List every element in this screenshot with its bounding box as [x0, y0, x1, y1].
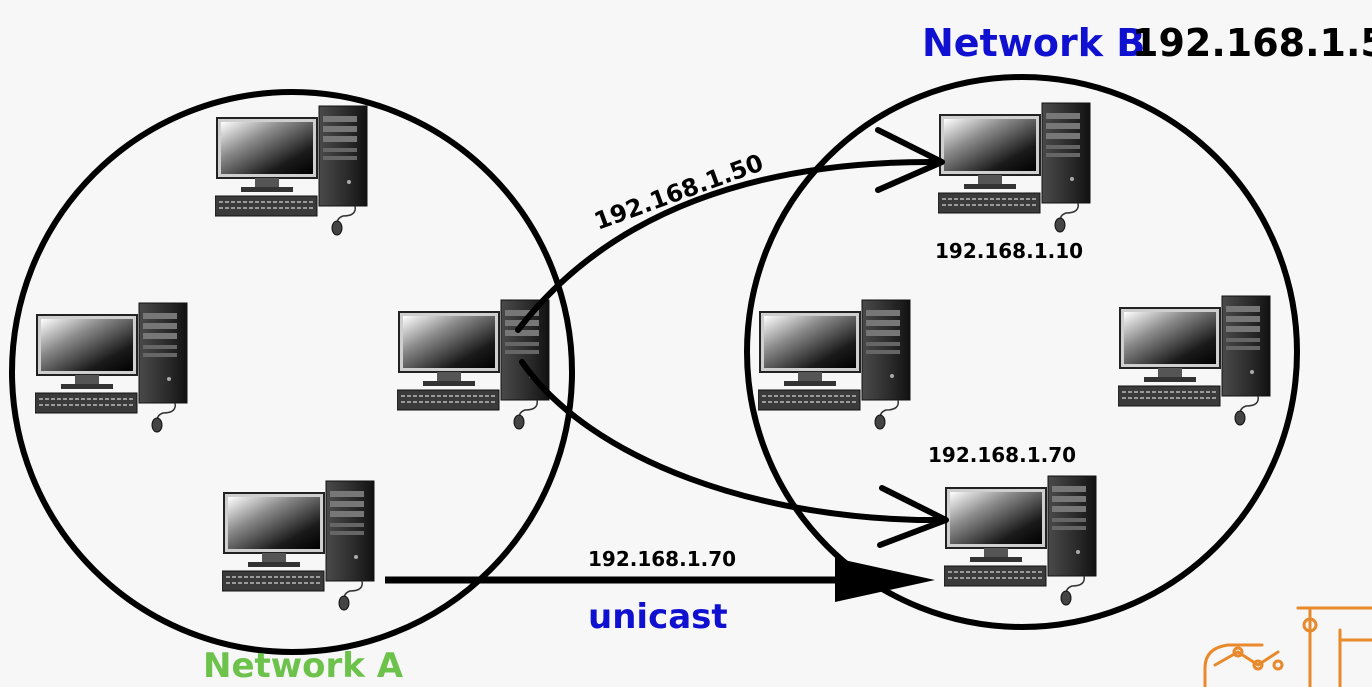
- computer-icon: [1118, 295, 1271, 426]
- arrow-unicast-label: 192.168.1.70: [588, 547, 736, 571]
- unicast-label: unicast: [588, 597, 728, 637]
- network-a-label: Network A: [203, 646, 404, 686]
- logo-icon: [1203, 606, 1372, 687]
- host-ip-b-top: 192.168.1.10: [935, 239, 1083, 263]
- arrow-lower: [519, 359, 947, 524]
- network-a-circle: [9, 89, 575, 655]
- network-b-circle: [744, 74, 1300, 630]
- arrow-upper: [515, 158, 943, 333]
- arrow-lower-head: [877, 485, 949, 548]
- computer-icon: [758, 299, 911, 430]
- computer-icon: [938, 102, 1091, 233]
- arrow-unicast-head: [835, 558, 935, 602]
- computer-icon: [215, 105, 368, 236]
- host-ip-b-bottom: 192.168.1.70: [928, 443, 1076, 467]
- network-b-label: Network B: [922, 21, 1145, 65]
- computer-icon: [944, 475, 1097, 606]
- arrow-upper-head: [875, 127, 945, 193]
- computer-icon: [35, 302, 188, 433]
- header-address: 192.168.1.50: [1132, 21, 1372, 65]
- computer-icon: [222, 480, 375, 611]
- arrow-upper-label: 192.168.1.50: [590, 149, 767, 236]
